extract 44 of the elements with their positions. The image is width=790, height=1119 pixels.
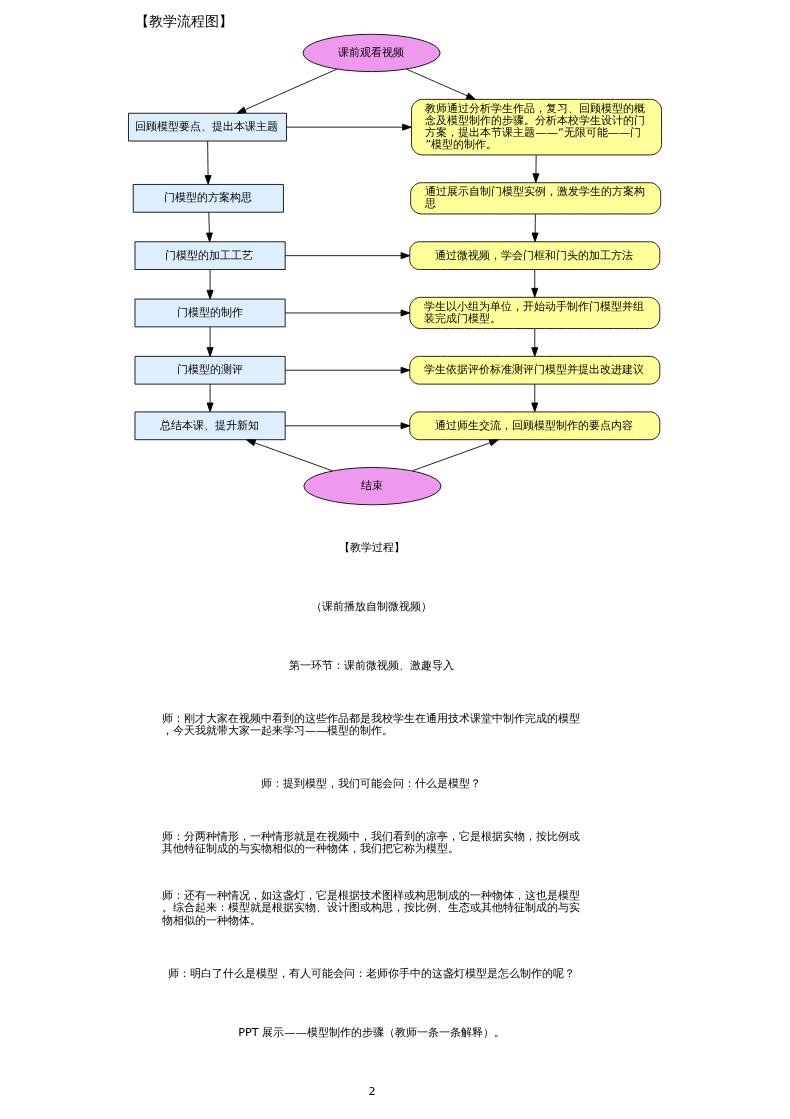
label: 【教学过程】 bbox=[339, 541, 405, 555]
node-box: 总结本课、提升新知 bbox=[134, 411, 286, 441]
diagram-title: 【教学流程图】 bbox=[134, 13, 233, 30]
label: PPT 展示——模型制作的步骤（教师一条一条解释）。 bbox=[238, 1025, 505, 1039]
node-box: 通过师生交流，回顾模型制作的要点内容 bbox=[409, 411, 661, 441]
arrow bbox=[284, 309, 411, 317]
node-box: 回顾模型要点、提出本课主题 bbox=[128, 112, 287, 142]
arrow bbox=[284, 366, 411, 374]
arrow bbox=[236, 68, 338, 114]
node-box: 教师通过分析学生作品，复习、回顾模型的概念及模型制作的步骤。分析本校学生设计的门方案，提出本节课主题——“无限可能——门”模型的制作。 bbox=[411, 98, 662, 156]
node-box: 门模型的测评 bbox=[134, 355, 286, 385]
node-box: 学生以小组为单位，开始动手制作门模型并组装完成门模型。 bbox=[409, 296, 661, 329]
arrow bbox=[246, 439, 333, 472]
arrow bbox=[206, 269, 214, 300]
arrow bbox=[531, 383, 539, 413]
label: 第一环节：课前微视频、激趣导入 bbox=[289, 659, 455, 673]
arrow bbox=[531, 328, 539, 357]
node-box: 通过展示自制门模型实例，激发学生的方案构思 bbox=[410, 182, 662, 215]
node-box: 学生依据评价标准测评门模型并提出改进建议 bbox=[409, 355, 661, 385]
node-box: 门模型的加工工艺 bbox=[134, 241, 286, 270]
node-box: 通过微视频，学会门框和门头的加工方法 bbox=[409, 241, 661, 270]
label: 师：明白了什么是模型，有人可能会问：老师你手中的这盏灯模型是怎么制作的呢？ bbox=[167, 966, 575, 980]
arrow bbox=[206, 383, 214, 413]
arrow bbox=[286, 123, 412, 131]
arrow bbox=[284, 252, 411, 260]
arrow bbox=[531, 269, 539, 298]
arrow bbox=[284, 422, 411, 430]
arrow bbox=[406, 68, 476, 100]
label: 师：还有一种情况，如这盏灯，它是根据技术图样或构思制成的一种物体，这也是模型。综合起来：模型就是根据实物、设计图或构思，按比例、生态或其他特征制成的与实物相似的一种物体。 bbox=[161, 889, 580, 927]
arrow bbox=[531, 213, 539, 243]
arrow bbox=[205, 211, 213, 243]
label: 2 bbox=[368, 1084, 376, 1098]
node-ellipse: 课前观看视频 bbox=[302, 33, 441, 73]
node-box: 门模型的方案构思 bbox=[132, 184, 284, 213]
arrow bbox=[204, 140, 212, 185]
arrow bbox=[206, 326, 214, 357]
node-ellipse: 结束 bbox=[303, 467, 442, 506]
label: 师：分两种情形，一种情形就是在视频中，我们看到的凉亭，它是根据实物，按比例或其他特征制成的与实物相似的一种物体，我们把它称为模型。 bbox=[161, 830, 580, 856]
node-box: 门模型的制作 bbox=[134, 298, 286, 328]
label: 师：刚才大家在视频中看到的这些作品都是我校学生在通用技术课堂中制作完成的模型，今天我就带大家一起来学习——模型的制作。 bbox=[161, 712, 580, 738]
label: 师：提到模型，我们可能会问：什么是模型？ bbox=[261, 777, 482, 791]
arrow bbox=[412, 439, 499, 472]
arrow bbox=[532, 154, 540, 183]
label: （课前播放自制微视频） bbox=[311, 600, 433, 614]
